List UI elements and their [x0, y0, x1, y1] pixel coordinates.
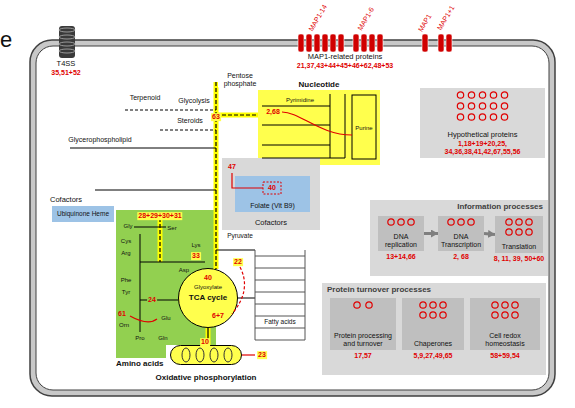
gene-number: MAP1+1 — [435, 4, 456, 33]
node-text: Cell redox homeostasis — [472, 332, 538, 348]
node-text: Protein processing and turnover — [332, 332, 394, 348]
gene-number: 24 — [147, 296, 157, 304]
gene-number: 28+29+30+31 — [137, 212, 182, 220]
pathway-label: MAP1-related proteins — [307, 53, 384, 61]
node-text: Chaperones — [414, 340, 452, 348]
pathway-label: Gln — [157, 335, 168, 342]
protein-dots — [378, 216, 424, 232]
node-text: Ubiquinone Heme — [57, 210, 109, 217]
t4ss-symbol — [59, 26, 75, 58]
pathway-label: Steroids — [176, 117, 204, 125]
node-text: Oxidative phosphorylation — [156, 373, 257, 382]
process-panel: Protein turnover processesProtein proces… — [322, 283, 546, 375]
pathway-label: Asp — [178, 267, 190, 274]
oxphos-complex-outline — [170, 345, 242, 365]
gene-number: 2,68 — [265, 108, 281, 116]
node-text: TCA cycle — [189, 293, 227, 302]
process-box: Protein processing and turnover17,57 — [330, 298, 396, 350]
pathway-label: Glycerophospholipid — [67, 136, 132, 144]
pathway-label: e — [0, 28, 13, 52]
gene-number: 40 — [203, 274, 213, 282]
pathway-label: Orn — [118, 322, 130, 329]
gene-number: MAP1 — [416, 12, 433, 34]
node-text: Protein turnover processes — [324, 285, 544, 294]
protein-dots — [495, 216, 543, 242]
pathway-label: Tyr — [121, 289, 131, 296]
protein-dots — [470, 298, 540, 325]
cofactor-box: CofactorsUbiquinone Heme — [52, 206, 114, 222]
gene-number: 58+59,54 — [490, 352, 519, 360]
map1-barrels — [298, 34, 452, 52]
pathway-label: Cys — [120, 238, 132, 245]
gene-number: 10 — [200, 338, 210, 346]
gene-number: 23 — [257, 351, 267, 359]
node-text: DNA Transcription — [440, 233, 482, 249]
pathway-label: Glyoxylate — [193, 284, 223, 291]
node-text: Cofactors — [255, 219, 287, 228]
gene-number: 22 — [233, 258, 243, 266]
pathway-label: Pyrimidine — [285, 97, 315, 104]
pathway-label: T4SS — [56, 60, 77, 68]
node-text: DNA replication — [380, 233, 422, 249]
pathway-label: Arg — [120, 250, 131, 257]
node-text: Information processes — [372, 202, 546, 211]
gene-number: 40 — [267, 184, 277, 192]
pathway-label: Phe — [120, 277, 133, 284]
pathway-label: Glu — [160, 315, 171, 322]
pathway-label: Pyruvate — [226, 232, 254, 239]
node-text: Folate (Vit B9) — [250, 202, 295, 210]
gene-number: 21,37,43+44+45+46+62,48+53 — [296, 62, 394, 70]
flow-arrow — [424, 232, 438, 235]
protein-dots — [420, 88, 545, 128]
pathway-label: Fatty acids — [263, 318, 296, 325]
gene-number: 1,18+19+20,25, 34,36,38,41,42,67,55,56 — [422, 140, 543, 156]
oxphos-complex: Oxidative phosphorylation — [170, 345, 242, 365]
node-text: Amino acids — [116, 359, 164, 368]
process-panel: Information processesDNA replication13+1… — [370, 200, 548, 276]
folate-box: Folate (Vit B9) — [235, 176, 310, 212]
process-box: Chaperones5,9,27,49,65 — [402, 298, 464, 350]
pathway-label: Terpenoid — [129, 94, 162, 102]
node-text: Cofactors — [50, 196, 82, 205]
pathway-label: Ser — [166, 225, 177, 232]
gene-number: 13+14,66 — [386, 253, 415, 261]
process-box: Cell redox homeostasis58+59,54 — [470, 298, 540, 350]
pathway-label: Lys — [190, 242, 201, 249]
gene-number: 17,57 — [354, 352, 372, 360]
gene-number: 61 — [117, 310, 127, 318]
gene-number: 63 — [211, 113, 221, 121]
node-text: Translation — [502, 243, 536, 251]
gene-number: 47 — [227, 163, 237, 171]
pathway-label: Gly — [123, 223, 134, 230]
pathway-label: Pro — [134, 335, 145, 342]
node-text: Hypothetical proteins — [447, 131, 517, 140]
protein-dots — [330, 298, 396, 317]
gene-number: MAP1-14 — [307, 3, 329, 34]
gene-number: MAP1-6 — [356, 5, 376, 32]
gene-number: 35,51+52 — [50, 69, 81, 77]
process-box: DNA Transcription2, 68 — [438, 216, 484, 251]
process-box: Translation8, 11, 39, 50+60 — [495, 216, 543, 253]
protein-dots — [438, 216, 484, 232]
gene-number: 5,9,27,49,65 — [414, 352, 453, 360]
gene-number: 6+7 — [211, 312, 225, 320]
pathway-label: Pentose phosphate — [218, 72, 262, 87]
protein-panel: Hypothetical proteins1,18+19+20,25, 34,3… — [420, 88, 545, 158]
gene-number: 33 — [191, 252, 201, 260]
pathway-label: Glycolysis — [177, 97, 211, 105]
protein-dots — [402, 298, 464, 325]
node-text: Nucleotide — [299, 80, 340, 89]
pathway-label: Purine — [354, 125, 373, 132]
process-box: DNA replication13+14,66 — [378, 216, 424, 251]
gene-number: 2, 68 — [453, 253, 469, 261]
flow-arrow — [484, 234, 495, 235]
gene-number: 8, 11, 39, 50+60 — [494, 255, 544, 263]
